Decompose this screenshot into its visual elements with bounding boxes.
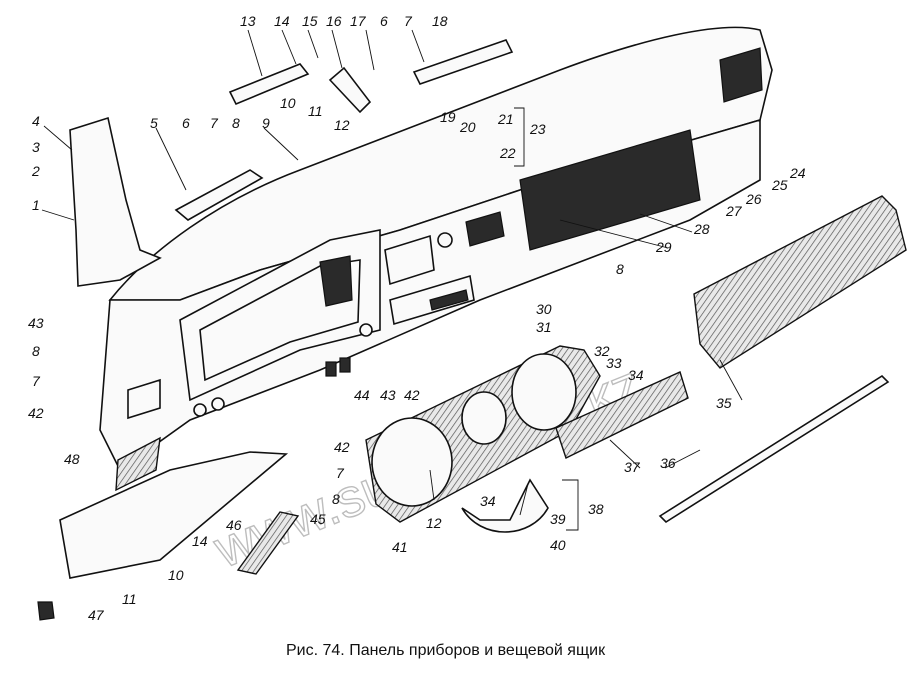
- speaker-grille: [236, 511, 300, 575]
- dashboard-panel: [99, 26, 773, 492]
- ashtray: [555, 371, 689, 459]
- callout-10b: 10: [168, 567, 184, 583]
- callout-21: 21: [497, 111, 514, 127]
- callout-18: 18: [432, 13, 448, 29]
- callout-34b: 34: [480, 493, 496, 509]
- callout-23: 23: [529, 121, 546, 137]
- callout-7d: 7: [336, 465, 345, 481]
- callout-6: 6: [380, 13, 388, 29]
- callout-20: 20: [459, 119, 476, 135]
- callout-35: 35: [716, 395, 732, 411]
- lower-support: [59, 451, 289, 579]
- callout-labels: 13 14 15 16 17 6 7 18 10 11 12 4 3 2 1 5…: [28, 13, 806, 623]
- callout-14b: 14: [192, 533, 208, 549]
- callout-25: 25: [771, 177, 788, 193]
- callout-7b: 7: [210, 115, 219, 131]
- callout-37: 37: [624, 459, 641, 475]
- callout-48: 48: [64, 451, 80, 467]
- bracket-left: [69, 116, 162, 287]
- callout-30: 30: [536, 301, 552, 317]
- callout-42b: 42: [404, 387, 420, 403]
- callout-43b: 43: [380, 387, 396, 403]
- callout-16: 16: [326, 13, 342, 29]
- callout-40: 40: [550, 537, 566, 553]
- callout-45: 45: [310, 511, 326, 527]
- lamp-cup: [461, 478, 549, 533]
- callout-31: 31: [536, 319, 552, 335]
- callout-8c: 8: [32, 343, 40, 359]
- callout-4: 4: [32, 113, 40, 129]
- group-bracket-23: [514, 107, 525, 167]
- callout-29: 29: [655, 239, 672, 255]
- callout-47: 47: [88, 607, 105, 623]
- callout-17: 17: [350, 13, 367, 29]
- callout-43: 43: [28, 315, 44, 331]
- callout-12: 12: [334, 117, 350, 133]
- callout-8b: 8: [616, 261, 624, 277]
- callout-38: 38: [588, 501, 604, 517]
- callout-44: 44: [354, 387, 370, 403]
- callout-11: 11: [308, 103, 323, 119]
- callout-42: 42: [28, 405, 44, 421]
- bracket-strip-right: [412, 39, 514, 85]
- callout-22: 22: [499, 145, 516, 161]
- callout-10: 10: [280, 95, 296, 111]
- callout-14: 14: [274, 13, 290, 29]
- callout-7: 7: [404, 13, 413, 29]
- leader-lines: [41, 29, 743, 516]
- callout-39: 39: [550, 511, 566, 527]
- bracket-strip: [174, 169, 264, 221]
- callout-19: 19: [440, 109, 456, 125]
- callout-24: 24: [789, 165, 806, 181]
- callout-7c: 7: [32, 373, 41, 389]
- callout-1: 1: [32, 197, 40, 213]
- callout-42c: 42: [334, 439, 350, 455]
- callout-28: 28: [693, 221, 710, 237]
- clip: [328, 66, 372, 114]
- callout-5: 5: [150, 115, 158, 131]
- callout-27: 27: [725, 203, 743, 219]
- callout-34: 34: [628, 367, 644, 383]
- bracket-strip-top: [228, 63, 310, 106]
- callout-41: 41: [392, 539, 408, 555]
- callout-33: 33: [606, 355, 622, 371]
- callout-32: 32: [594, 343, 610, 359]
- callout-46: 46: [226, 517, 242, 533]
- callout-11b: 11: [122, 591, 137, 607]
- instrument-bezel: [365, 345, 601, 523]
- figure-caption: Рис. 74. Панель приборов и вещевой ящик: [286, 642, 606, 659]
- glovebox-lid: [693, 195, 907, 369]
- callout-15: 15: [302, 13, 318, 29]
- callout-13: 13: [240, 13, 256, 29]
- callout-3: 3: [32, 139, 40, 155]
- glovebox-seal: [658, 374, 890, 524]
- callout-8: 8: [232, 115, 240, 131]
- callout-12b: 12: [426, 515, 442, 531]
- callout-6b: 6: [182, 115, 190, 131]
- knob: [37, 601, 55, 621]
- callout-36: 36: [660, 455, 676, 471]
- group-bracket-38: [562, 479, 579, 531]
- callout-8d: 8: [332, 491, 340, 507]
- callout-9: 9: [262, 115, 270, 131]
- callout-26: 26: [745, 191, 762, 207]
- callout-2: 2: [31, 163, 40, 179]
